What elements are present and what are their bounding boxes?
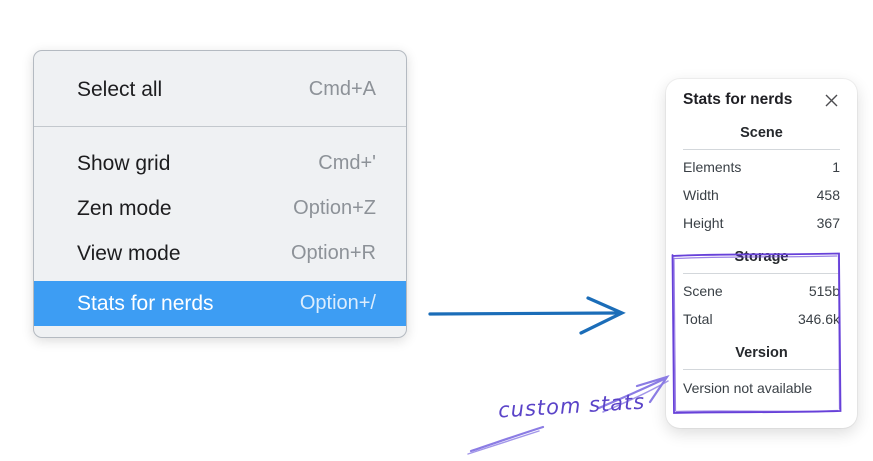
annotation-underline — [467, 425, 545, 455]
menu-item-show-grid[interactable]: Show grid Cmd+' — [34, 141, 406, 186]
stat-row-total-storage: Total 346.6k — [683, 305, 840, 333]
close-icon — [825, 94, 837, 106]
stat-value: 515b — [808, 283, 840, 299]
menu-item-view-mode[interactable]: View mode Option+R — [34, 231, 406, 276]
section-title: Version — [735, 345, 788, 361]
stats-panel: Stats for nerds Scene Elements 1 Width 4… — [666, 79, 857, 428]
stat-value: 458 — [816, 187, 840, 203]
menu-item-label: View mode — [77, 241, 181, 265]
menu-item-shortcut: Cmd+' — [318, 152, 376, 174]
stat-value: 346.6k — [797, 311, 840, 327]
menu-item-zen-mode[interactable]: Zen mode Option+Z — [34, 186, 406, 231]
section-title: Scene — [740, 125, 783, 141]
menu-section-bottom: Show grid Cmd+' Zen mode Option+Z View m… — [34, 127, 406, 337]
stat-row-elements: Elements 1 — [683, 153, 840, 181]
stat-label: Height — [683, 215, 724, 231]
menu-section-top: Select all Cmd+A — [34, 51, 406, 126]
menu-item-stats-for-nerds[interactable]: Stats for nerds Option+/ — [34, 281, 406, 326]
menu-item-shortcut: Option+R — [290, 242, 376, 264]
stat-row-height: Height 367 — [683, 209, 840, 237]
menu-item-label: Zen mode — [77, 196, 172, 220]
stat-value: 1 — [832, 159, 840, 175]
version-note: Version not available — [683, 380, 813, 396]
menu-item-shortcut: Option+Z — [293, 197, 376, 219]
annotation-text: custom stats — [497, 389, 646, 423]
menu-item-shortcut: Option+/ — [299, 292, 376, 314]
stat-label: Elements — [683, 159, 742, 175]
menu-item-label: Select all — [77, 77, 163, 101]
section-divider — [683, 273, 840, 274]
context-menu: Select all Cmd+A Show grid Cmd+' Zen mod… — [33, 50, 407, 338]
blue-arrow — [428, 296, 626, 335]
menu-item-label: Stats for nerds — [77, 291, 214, 315]
panel-header: Stats for nerds — [683, 91, 840, 109]
close-button[interactable] — [822, 91, 840, 109]
section-divider — [683, 149, 840, 150]
stat-value: 367 — [816, 215, 840, 231]
menu-divider — [34, 126, 406, 127]
section-divider — [683, 369, 840, 370]
stat-label: Width — [683, 187, 719, 203]
stat-row-width: Width 458 — [683, 181, 840, 209]
section-version: Version Version not available — [683, 345, 840, 401]
section-storage: Storage Scene 515b Total 346.6k — [683, 249, 840, 333]
menu-item-label: Show grid — [77, 151, 171, 175]
menu-item-shortcut: Cmd+A — [308, 78, 376, 100]
section-title: Storage — [734, 249, 789, 265]
menu-item-select-all[interactable]: Select all Cmd+A — [34, 67, 406, 112]
stat-label: Total — [683, 311, 713, 327]
section-scene: Scene Elements 1 Width 458 Height 367 — [683, 125, 840, 237]
stat-row-scene-storage: Scene 515b — [683, 277, 840, 305]
stat-label: Scene — [683, 283, 723, 299]
panel-title: Stats for nerds — [683, 91, 793, 108]
